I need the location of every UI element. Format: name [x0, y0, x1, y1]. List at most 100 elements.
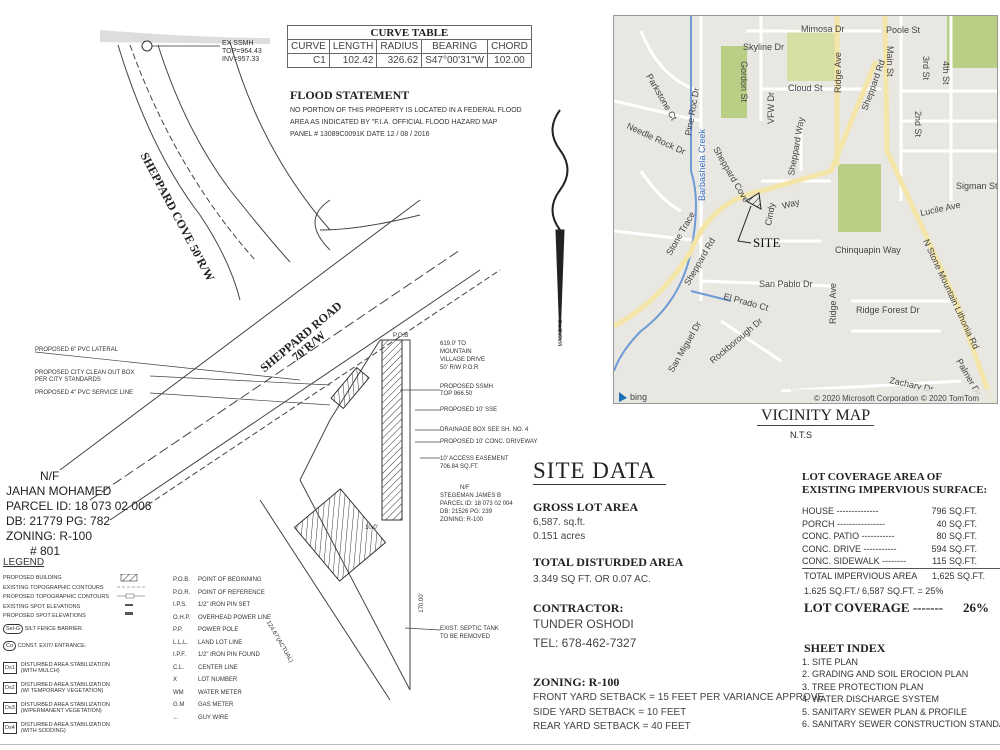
- ds3-icon: Ds3: [3, 702, 17, 714]
- map-label: Needle Rock Dr: [625, 121, 687, 157]
- map-label: N Stone Mountain Lithonia Rd: [921, 238, 981, 351]
- cell: S47°00'31"W: [421, 53, 489, 68]
- coverage-area: 796 SQ.FT.: [931, 506, 977, 516]
- abbr-text: 1/2" IRON PIN FOUND: [198, 652, 260, 658]
- owner-parcel: PARCEL ID: 18 073 02 006: [6, 499, 152, 513]
- park: [787, 29, 837, 81]
- cell: 102.42: [328, 53, 378, 68]
- map-label: Rockborough Dr: [708, 316, 765, 366]
- total-impervious-value: 1,625 SQ.FT.: [932, 571, 986, 581]
- neighbor-parcel: PARCEL ID: 18 073 02 004: [440, 501, 513, 507]
- legend-title: LEGEND: [3, 557, 45, 568]
- sheet-index-item: 3. TREE PROTECTION PLAN: [802, 681, 924, 692]
- total-impervious-label: TOTAL IMPERVIOUS AREA: [804, 571, 918, 581]
- map-label: Sheppard Way: [786, 116, 806, 177]
- top-edge-shade: [100, 30, 270, 44]
- legend-abbr-row: X LOT NUMBER: [173, 674, 271, 687]
- coverage-item: HOUSE --------------: [802, 506, 879, 516]
- map-label: Ridge Ave: [828, 283, 838, 324]
- col-bearing: BEARING: [421, 39, 489, 54]
- abbr-text: LOT NUMBER: [198, 677, 238, 683]
- legend-item: PROPOSED TOPOGRAPHIC CONTOURS: [3, 594, 110, 600]
- col-chord: CHORD: [487, 39, 532, 54]
- ssmh-inv: INV=957.33: [222, 56, 260, 63]
- flood-title: FLOOD STATEMENT: [290, 88, 410, 102]
- abbr-text: OVERHEAD POWER LINE: [198, 614, 272, 621]
- coverage-item: CONC. DRIVE -----------: [802, 543, 897, 554]
- legend-abbr-row: L.L.L.LAND LOT LINE: [173, 637, 271, 650]
- coverage-row: CONC. SIDEWALK --------115 SQ.FT.: [802, 555, 977, 568]
- ssmh-top: TOP=964.43: [222, 48, 262, 55]
- map-label: San Miguel Dr: [666, 320, 703, 374]
- callout-ssmh: PROPOSED SSMH: [440, 384, 494, 390]
- const-exit-icon: Co: [3, 641, 17, 651]
- proposed-ssmh-hatch: [381, 339, 403, 521]
- owner-name: JAHAN MOHAMED: [6, 484, 112, 498]
- park: [721, 46, 747, 118]
- map-label: Gordon St: [739, 61, 749, 103]
- ds4-icon: Ds4: [3, 722, 17, 734]
- silt-fence-icon: Sel-G: [3, 624, 24, 634]
- map-label: 3rd St: [921, 56, 931, 81]
- col-radius: RADIUS: [376, 39, 423, 54]
- coverage-area: 594 SQ.FT.: [931, 543, 977, 554]
- abbr-code: ←: [173, 714, 179, 721]
- owner-zoning: ZONING: R-100: [6, 529, 93, 543]
- legend-abbr-row: C.L.CENTER LINE: [173, 662, 271, 675]
- map-label: VFW Dr: [766, 92, 776, 124]
- callout-lateral: PROPOSED 6" PVC LATERAL: [35, 347, 119, 353]
- legend-symbols: [117, 574, 145, 615]
- abbr-text: CENTER LINE: [198, 664, 238, 671]
- abbr-code: O.H.P.: [173, 614, 191, 621]
- legend-item: EXISTING TOPOGRAPHIC CONTOURS: [3, 584, 104, 591]
- abbr-code: P.P.: [173, 627, 183, 633]
- callout-easement: 10' ACCESS EASEMENT: [440, 456, 509, 462]
- legend-abbr-row: O.H.P. OVERHEAD POWER LINE: [173, 612, 271, 625]
- map-label: Skyline Dr: [743, 42, 784, 52]
- map-label: San Pablo Dr: [759, 279, 813, 289]
- abbr-text: GAS METER: [198, 702, 234, 708]
- map-label: Way: [781, 197, 801, 211]
- legend-text: SILT FENCE BARRIER.: [24, 626, 84, 632]
- disturbed-value: 3.349 SQ FT. OR 0.07 AC.: [533, 574, 651, 585]
- legend-text: CONST. EXIT/ ENTRANCE.: [17, 643, 87, 649]
- legend-item: EXISTING SPOT ELEVATIONS: [3, 603, 81, 610]
- legend-abbr-row: I.P.S. 1/2" IRON PIN SET: [173, 599, 271, 612]
- map-copyright: © 2020 Microsoft Corporation © 2020 TomT…: [814, 394, 979, 403]
- curve-table-title: CURVE TABLE: [287, 25, 532, 40]
- sheet-index-item: 4. WATER DISCHARGE SYSTEM: [802, 694, 940, 705]
- gross-lot-title: GROSS LOT AREA: [533, 500, 639, 514]
- map-label: Ridge Forest Dr: [856, 305, 920, 315]
- road-sheppard-rd: [614, 60, 879, 329]
- callout-sse: PROPOSED 10' SSE: [440, 407, 498, 413]
- map-label: 4th St: [941, 61, 951, 85]
- por-note-4: 50' R/W P.O.R: [440, 365, 479, 371]
- side-setback: SIDE YARD SETBACK = 10 FEET: [533, 706, 687, 718]
- site-label: SITE: [753, 235, 781, 250]
- legend-item: PROPOSED BUILDING: [3, 575, 62, 581]
- pob-label: P.O.B: [393, 333, 409, 339]
- north-arrow: [551, 109, 569, 341]
- abbr-text: POINT OF REFERENCE: [198, 589, 265, 596]
- abbr-text: 1/2" IRON PIN SET: [198, 602, 251, 608]
- abbr-code: I.P.S.: [173, 602, 187, 608]
- coverage-area: 115 SQ.FT.: [932, 556, 977, 566]
- coverage-item: PORCH ----------------: [802, 518, 885, 529]
- gross-sqft: 6,587. sq.ft.: [533, 517, 586, 528]
- ds2-icon: Ds2: [3, 682, 17, 694]
- gross-acres: 0.151 acres: [533, 531, 586, 542]
- legend-item: PROPOSED SPOT ELEVATIONS: [3, 613, 86, 619]
- dim-170: 170.00': [418, 593, 425, 613]
- legend-text: (WITH MULCH): [20, 668, 60, 674]
- col-length: LENGTH: [328, 39, 378, 54]
- north-arrow-label: MAGNETIC: [558, 319, 565, 347]
- contractor-tel: TEL: 678-462-7327: [533, 636, 637, 650]
- abbr-code: X: [173, 677, 178, 683]
- coverage-row: CONC. DRIVE ----------- 594 SQ.FT.: [802, 543, 977, 556]
- coverage-row: HOUSE -------------- 796 SQ.FT.: [802, 505, 977, 518]
